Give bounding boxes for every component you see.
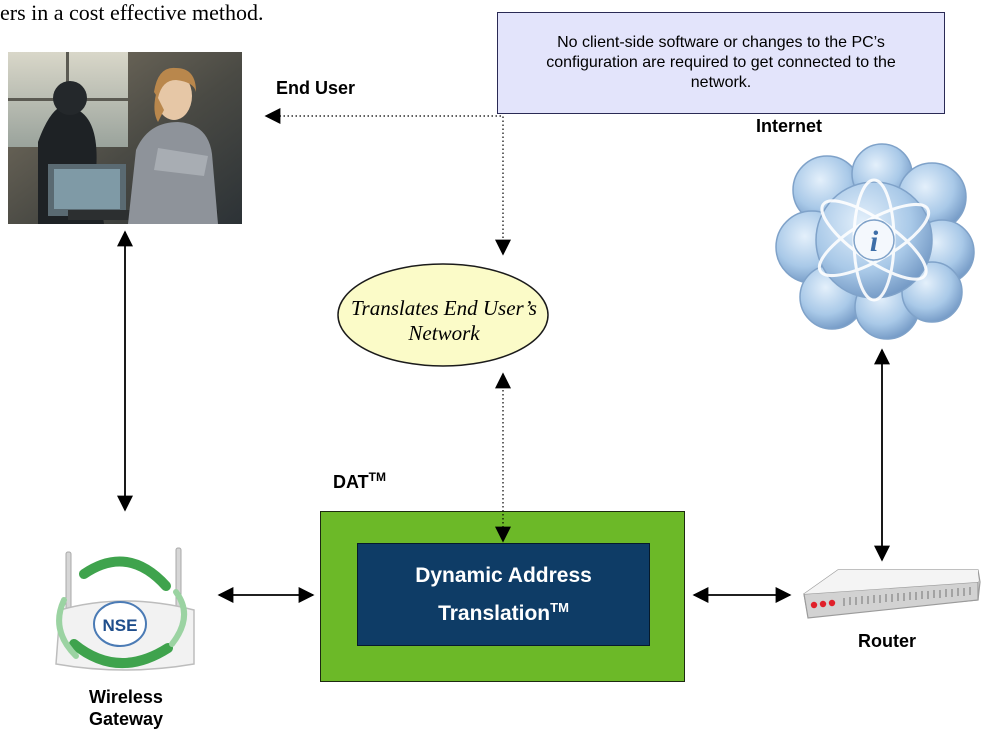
svg-text:i: i [870, 225, 879, 258]
internet-label: Internet [756, 116, 823, 136]
office-worker-photo [8, 52, 242, 224]
note-box: No client-side software or changes to th… [497, 12, 945, 114]
note-text: No client-side software or changes to th… [546, 34, 896, 91]
translates-text: Translates End User’s Network [351, 296, 537, 345]
wireless-gateway-label: Wireless Gateway [81, 686, 171, 730]
dotted-link-end-user [264, 108, 511, 256]
wireless-gateway-text: Wireless Gateway [88, 687, 164, 729]
dat-label: DATTM [333, 470, 386, 493]
gateway-logo-text: NSE [103, 616, 138, 635]
dynamic-trademark: TM [550, 599, 569, 615]
dat-trademark: TM [368, 470, 386, 484]
router-device-icon [803, 569, 981, 619]
internet-cloud-icon: i [775, 143, 975, 340]
wireless-gateway-icon: NSE [55, 547, 195, 671]
dynamic-address-box: Dynamic Address TranslationTM [357, 543, 650, 646]
end-user-label: End User [276, 78, 356, 98]
intro-text: ers in a cost effective method. [0, 0, 264, 25]
dynamic-address-label: Dynamic Address TranslationTM [358, 560, 649, 630]
router-label: Router [858, 631, 916, 651]
translates-ellipse [337, 263, 549, 367]
dynamic-address-text: Dynamic Address Translation [415, 563, 592, 625]
dat-text: DAT [333, 472, 369, 492]
